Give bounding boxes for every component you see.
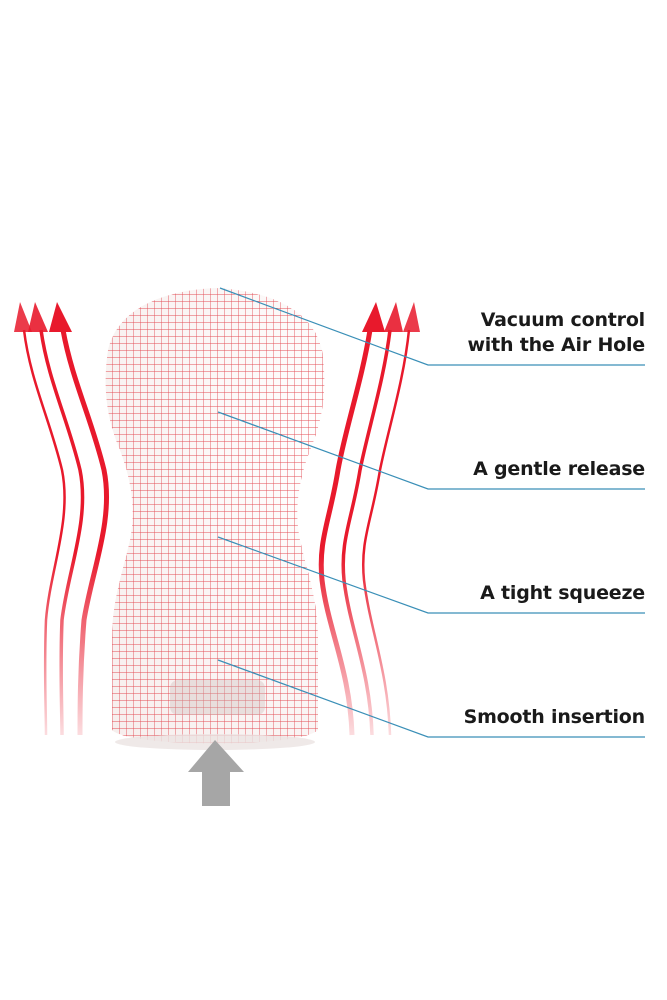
arrowheads-left-icon (14, 302, 72, 332)
airflow-arrows-left-icon (22, 329, 110, 736)
label-air-hole-line1: Vacuum control (480, 309, 645, 331)
up-arrow-icon (188, 740, 244, 806)
label-release: A gentle release (473, 457, 645, 482)
arrowheads-right-icon (362, 302, 420, 332)
label-insertion-text: Smooth insertion (463, 706, 646, 728)
leader-line-release (217, 411, 645, 490)
label-release-text: A gentle release (473, 458, 645, 480)
label-air-hole: Vacuum control with the Air Hole (467, 308, 645, 358)
leader-lines (217, 287, 645, 738)
leader-line-air-hole (219, 287, 645, 366)
leader-line-insertion (217, 659, 645, 738)
leader-line-squeeze (217, 536, 645, 614)
label-insertion: Smooth insertion (463, 705, 646, 730)
label-squeeze-text: A tight squeeze (480, 582, 645, 604)
label-air-hole-line2: with the Air Hole (467, 334, 645, 356)
airflow-arrows-right-icon (318, 329, 411, 736)
label-squeeze: A tight squeeze (480, 581, 645, 606)
